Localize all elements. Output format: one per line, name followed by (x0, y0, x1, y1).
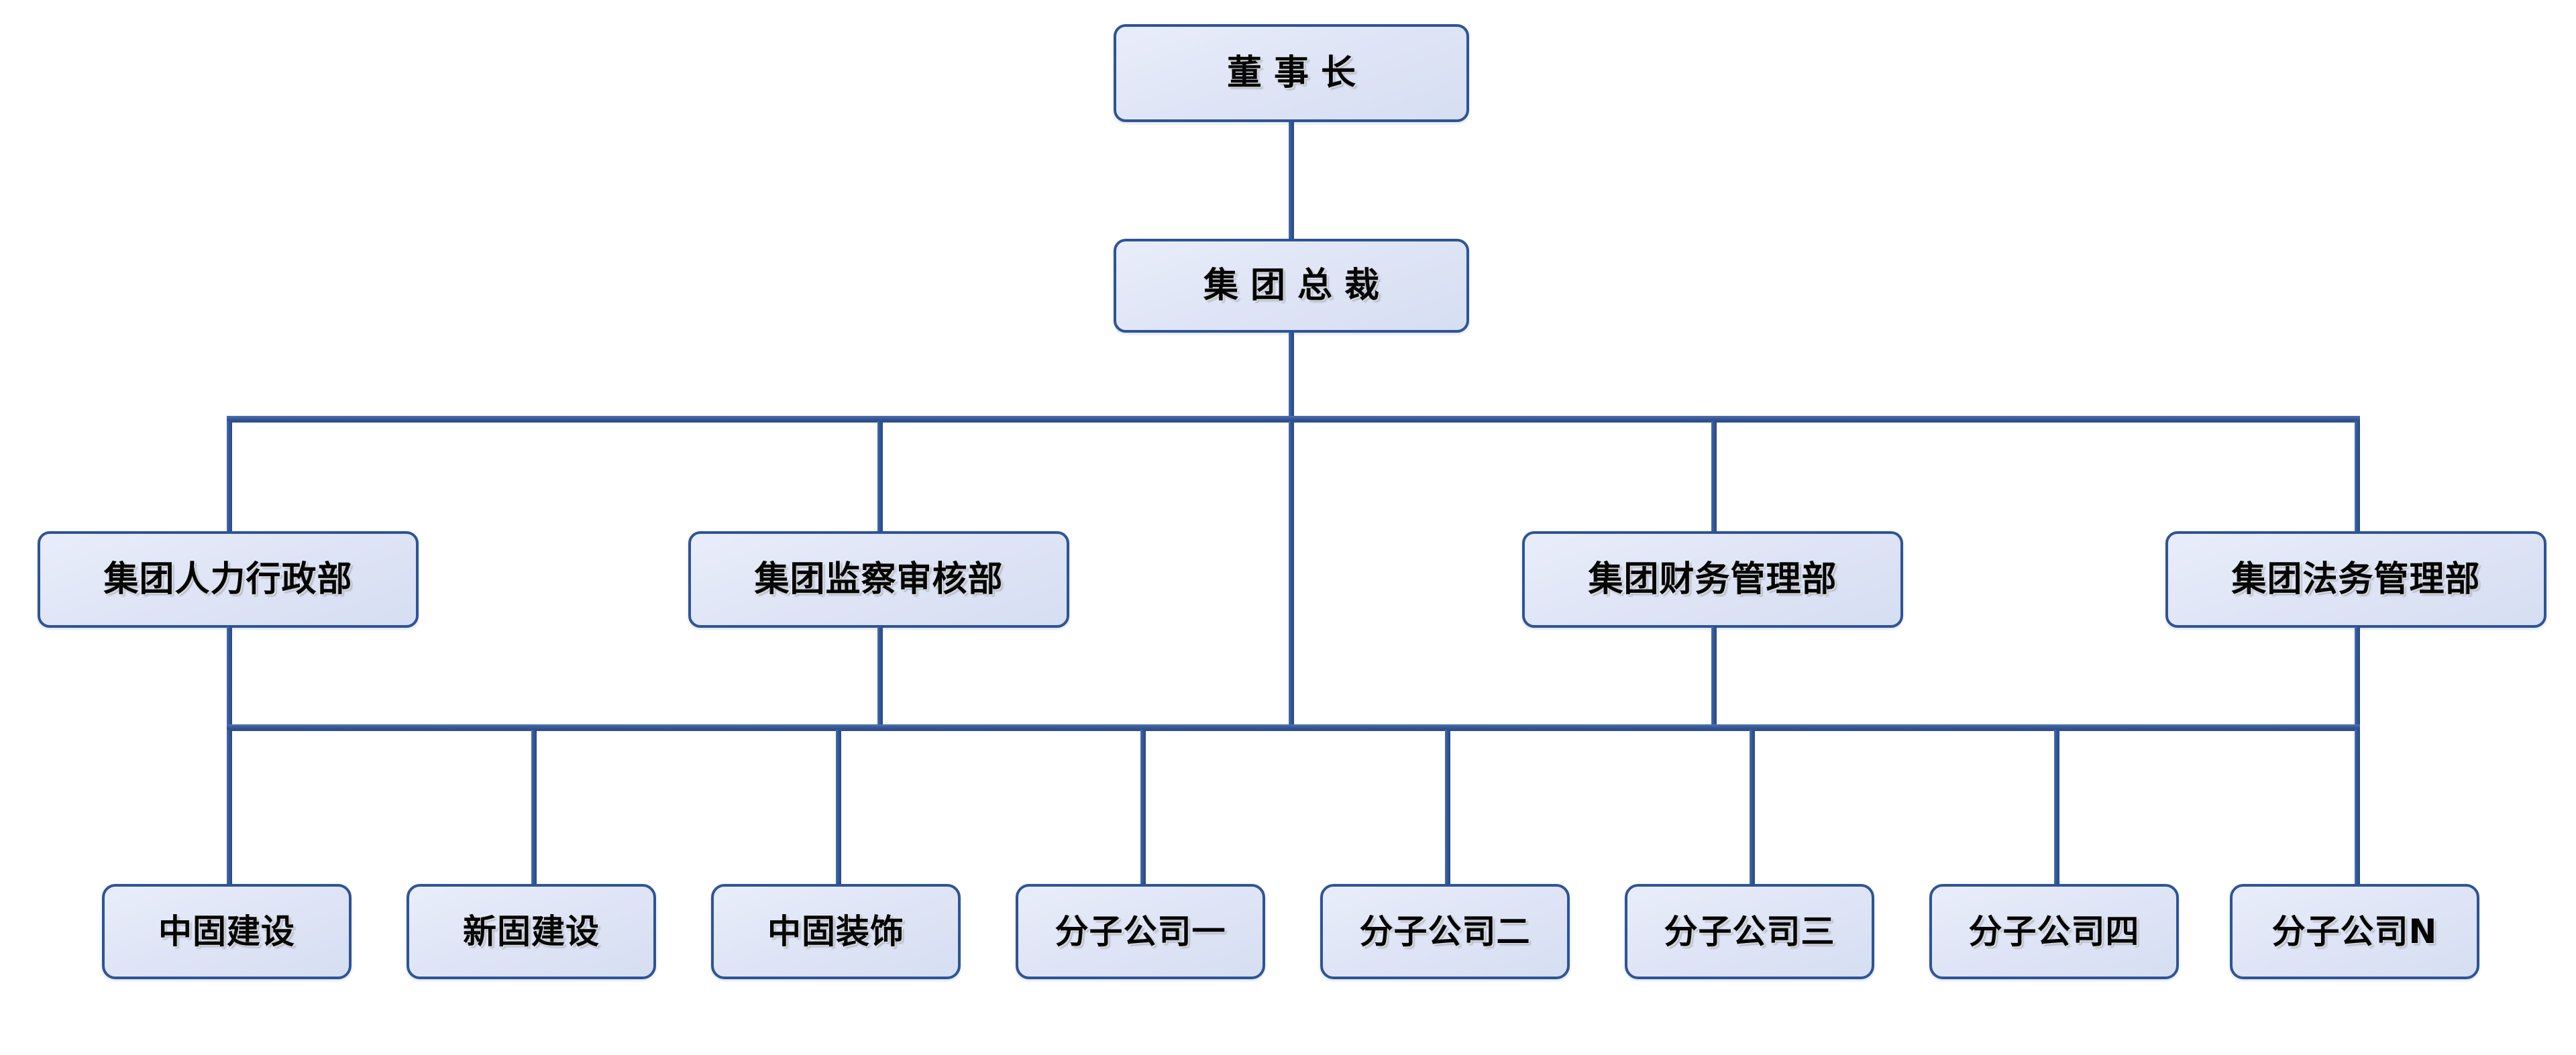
node-subsidiary-6-label: 分子公司三 (1664, 911, 1835, 951)
connector-president-to-bus (1289, 333, 1294, 423)
connector-drop-dept-3 (1711, 421, 1717, 533)
connector-dept-4-to-sub-bus (2355, 626, 2360, 730)
node-subsidiary-2[interactable]: 新固建设 (407, 884, 656, 979)
node-department-finance-label: 集团财务管理部 (1588, 559, 1837, 600)
node-subsidiary-7[interactable]: 分子公司四 (1929, 884, 2179, 979)
connector-dept-2-to-sub-bus (877, 626, 883, 730)
node-department-hr-admin-label: 集团人力行政部 (103, 559, 353, 600)
connector-drop-dept-1 (227, 421, 232, 533)
node-group-president[interactable]: 集团总裁 (1114, 239, 1469, 333)
connector-bus-subsidiaries (227, 724, 2360, 731)
node-chairman[interactable]: 董事长 (1114, 24, 1469, 122)
node-department-legal[interactable]: 集团法务管理部 (2165, 531, 2546, 628)
connector-bus-departments (227, 416, 2360, 423)
connector-drop-sub-7 (2054, 730, 2059, 885)
connector-drop-sub-1 (227, 730, 232, 885)
connector-dept-1-to-sub-bus (227, 626, 232, 730)
node-department-supervision-audit[interactable]: 集团监察审核部 (688, 531, 1069, 628)
node-subsidiary-4[interactable]: 分子公司一 (1016, 884, 1265, 979)
connector-chairman-to-president (1289, 122, 1294, 240)
connector-drop-dept-2 (877, 421, 883, 533)
node-subsidiary-2-label: 新固建设 (463, 911, 600, 951)
connector-drop-dept-4 (2355, 421, 2360, 533)
node-department-legal-label: 集团法务管理部 (2231, 559, 2481, 600)
connector-dept-3-to-sub-bus (1711, 626, 1717, 730)
connector-drop-sub-8 (2355, 730, 2360, 885)
node-subsidiary-4-label: 分子公司一 (1055, 911, 1226, 951)
connector-drop-sub-3 (836, 730, 841, 885)
node-department-finance[interactable]: 集团财务管理部 (1522, 531, 1903, 628)
node-subsidiary-1-label: 中固建设 (158, 911, 295, 951)
node-department-hr-admin[interactable]: 集团人力行政部 (38, 531, 419, 628)
node-subsidiary-3[interactable]: 中固装饰 (711, 884, 961, 979)
node-subsidiary-5[interactable]: 分子公司二 (1320, 884, 1570, 979)
connector-drop-sub-6 (1750, 730, 1755, 885)
node-subsidiary-8-label: 分子公司N (2271, 911, 2438, 951)
node-subsidiary-6[interactable]: 分子公司三 (1625, 884, 1874, 979)
connector-president-through-to-sub-bus (1289, 421, 1294, 730)
node-subsidiary-1[interactable]: 中固建设 (102, 884, 352, 979)
connector-drop-sub-5 (1445, 730, 1450, 885)
node-subsidiary-7-label: 分子公司四 (1968, 911, 2140, 951)
connector-drop-sub-2 (531, 730, 537, 885)
connector-drop-sub-4 (1140, 730, 1146, 885)
node-chairman-label: 董事长 (1226, 52, 1368, 93)
node-department-supervision-audit-label: 集团监察审核部 (754, 559, 1004, 600)
node-subsidiary-3-label: 中固装饰 (767, 911, 904, 951)
node-group-president-label: 集团总裁 (1203, 265, 1391, 306)
node-subsidiary-5-label: 分子公司二 (1359, 911, 1531, 951)
node-subsidiary-8[interactable]: 分子公司N (2230, 884, 2479, 979)
